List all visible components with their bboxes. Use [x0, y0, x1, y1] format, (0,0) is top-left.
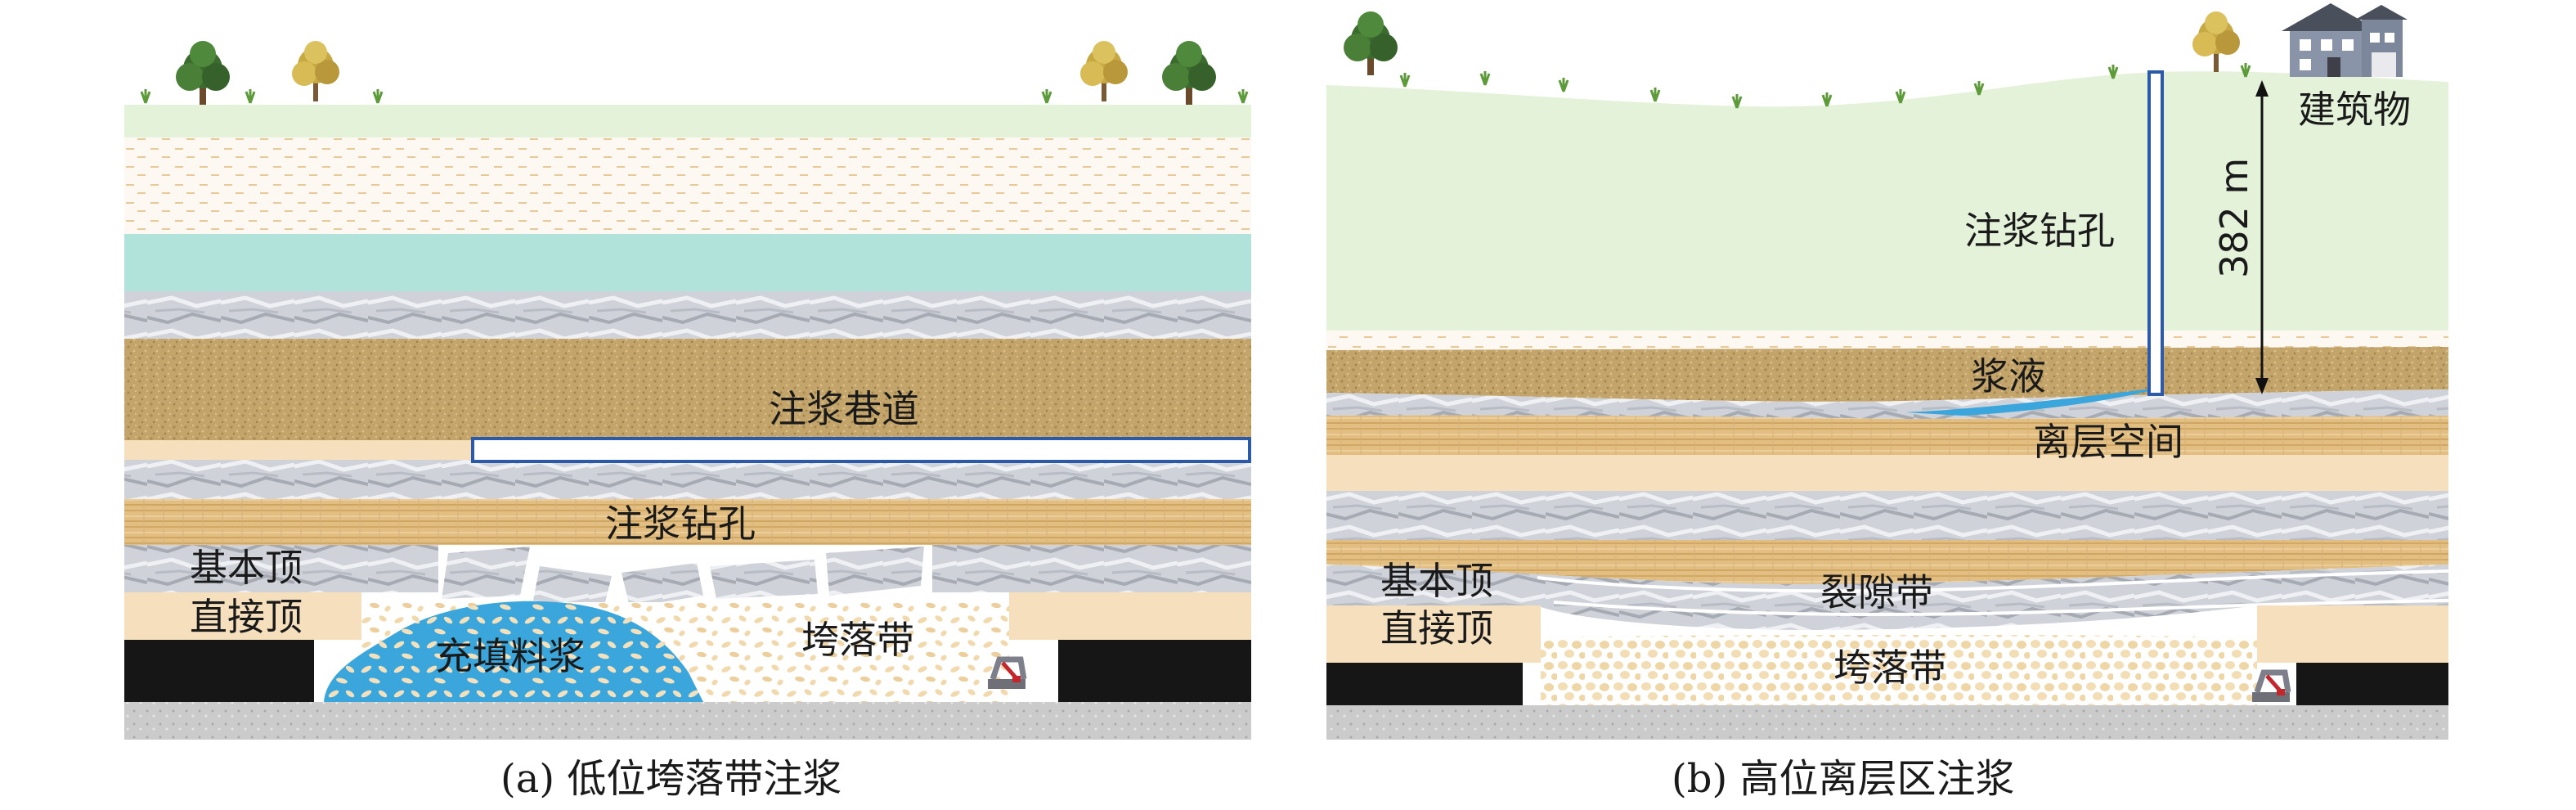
immediate-roof-b-right — [2257, 605, 2448, 663]
floor-layer-b — [1326, 705, 2448, 740]
separation-layer-b — [1326, 415, 2448, 455]
limestone-layer-2 — [124, 460, 1251, 499]
broken-roof-block — [442, 547, 530, 599]
loose-sediment-layer-b — [1326, 331, 2448, 350]
label-main-roof: 基本顶 — [190, 546, 303, 590]
limestone-layer — [124, 291, 1251, 339]
grass-icon — [1560, 78, 1568, 92]
caption-a: (a) 低位垮落带注浆 — [500, 756, 841, 802]
mudstone-layer-b — [1326, 455, 2448, 491]
grass-icon — [374, 89, 382, 103]
surface-overburden — [1326, 71, 2448, 331]
tree-icon — [176, 41, 230, 105]
label-grouting-borehole: 注浆钻孔 — [605, 502, 756, 546]
main-roof-right — [932, 545, 1251, 592]
label-caving-zone-b: 垮落带 — [1833, 646, 1946, 690]
shearer-icon — [2252, 673, 2290, 702]
house-icon — [2282, 3, 2408, 77]
label-main-roof-b: 基本顶 — [1380, 559, 1493, 603]
grass-icon — [1733, 94, 1741, 108]
grass-icon — [141, 89, 150, 103]
caption-b: (b) 高位离层区注浆 — [1672, 756, 2014, 802]
label-caving-zone: 垮落带 — [801, 618, 914, 662]
grass-icon — [246, 89, 254, 103]
label-grouting-borehole-b: 注浆钻孔 — [1964, 209, 2115, 253]
label-immediate-roof: 直接顶 — [190, 595, 303, 639]
grass-icon — [1823, 92, 1831, 106]
coal-seam-b-right — [2296, 663, 2448, 705]
label-immediate-roof-b: 直接顶 — [1380, 606, 1493, 650]
label-depth: 382 m — [2212, 158, 2256, 278]
broken-roof-block — [622, 563, 703, 607]
tree-icon — [1344, 11, 1398, 75]
label-building: 建筑物 — [2298, 88, 2411, 132]
grass-icon — [1239, 89, 1247, 103]
label-filling-slurry: 充填料浆 — [435, 634, 586, 678]
immediate-roof-right — [1009, 592, 1251, 640]
broken-roof-block — [710, 560, 818, 599]
surface-soil-layer — [124, 105, 1251, 137]
loose-sediment-layer — [124, 137, 1251, 234]
grass-icon — [1401, 73, 1409, 87]
tree-icon — [1080, 41, 1128, 101]
label-grouting-roadway: 注浆巷道 — [769, 387, 919, 431]
tree-icon — [2192, 11, 2240, 72]
label-separation-space: 离层空间 — [2033, 420, 2183, 464]
coal-seam-b-left — [1326, 663, 1523, 705]
aquifer-layer — [124, 234, 1251, 291]
floor-layer — [124, 702, 1251, 740]
label-fracture-zone: 裂隙带 — [1820, 570, 1933, 614]
grouting-roadway — [473, 439, 1250, 461]
limestone-layer-b2 — [1326, 491, 2448, 540]
coal-seam-right — [1058, 640, 1251, 702]
tree-icon — [1162, 41, 1216, 105]
grass-icon — [1651, 88, 1659, 101]
grass-icon — [1043, 89, 1051, 103]
tree-icon — [292, 41, 339, 101]
panel-b: 建筑物 注浆钻孔 382 m 浆液 离层空间 基本顶 直接顶 裂隙带 垮落带 (… — [1326, 3, 2448, 802]
coal-seam-left — [124, 640, 314, 702]
label-slurry: 浆液 — [1971, 354, 2046, 398]
grouting-borehole — [2149, 72, 2162, 394]
grass-icon — [1481, 71, 1489, 85]
broken-roof-block — [826, 547, 924, 596]
panel-a: 注浆巷道 注浆钻孔 基本顶 直接顶 充填料浆 垮落带 (a) 低位垮落带注浆 — [124, 41, 1251, 802]
sandstone-layer — [124, 339, 1251, 440]
